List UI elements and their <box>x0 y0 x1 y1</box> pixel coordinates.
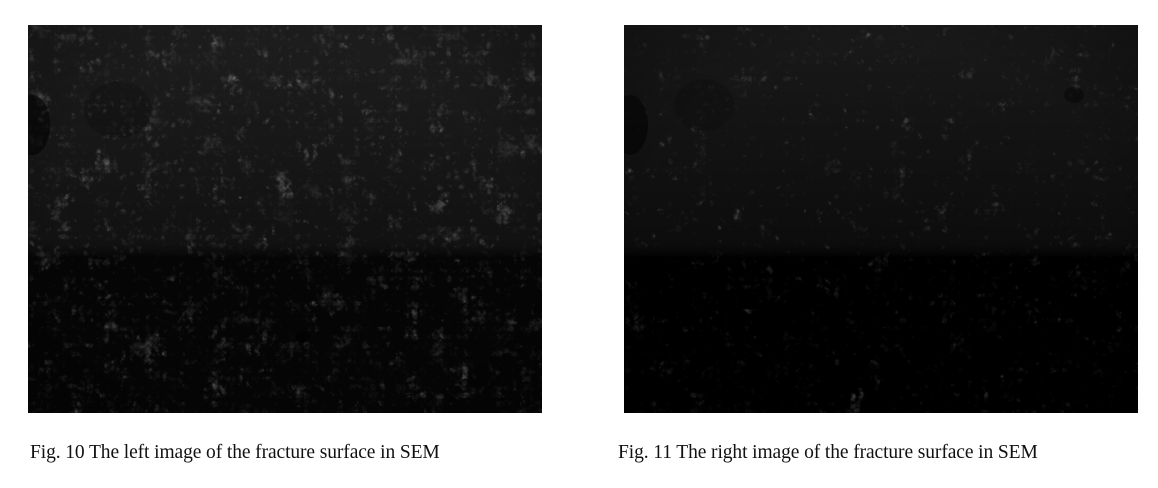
sem-texture-right <box>624 25 1138 413</box>
sem-texture-left <box>28 25 542 413</box>
figure-caption: Fig. 11 The right image of the fracture … <box>618 442 1038 463</box>
figure-caption: Fig. 10 The left image of the fracture s… <box>30 442 440 463</box>
sem-image-left-fracture-surface <box>28 25 542 413</box>
sem-image-right-fracture-surface <box>624 25 1138 413</box>
